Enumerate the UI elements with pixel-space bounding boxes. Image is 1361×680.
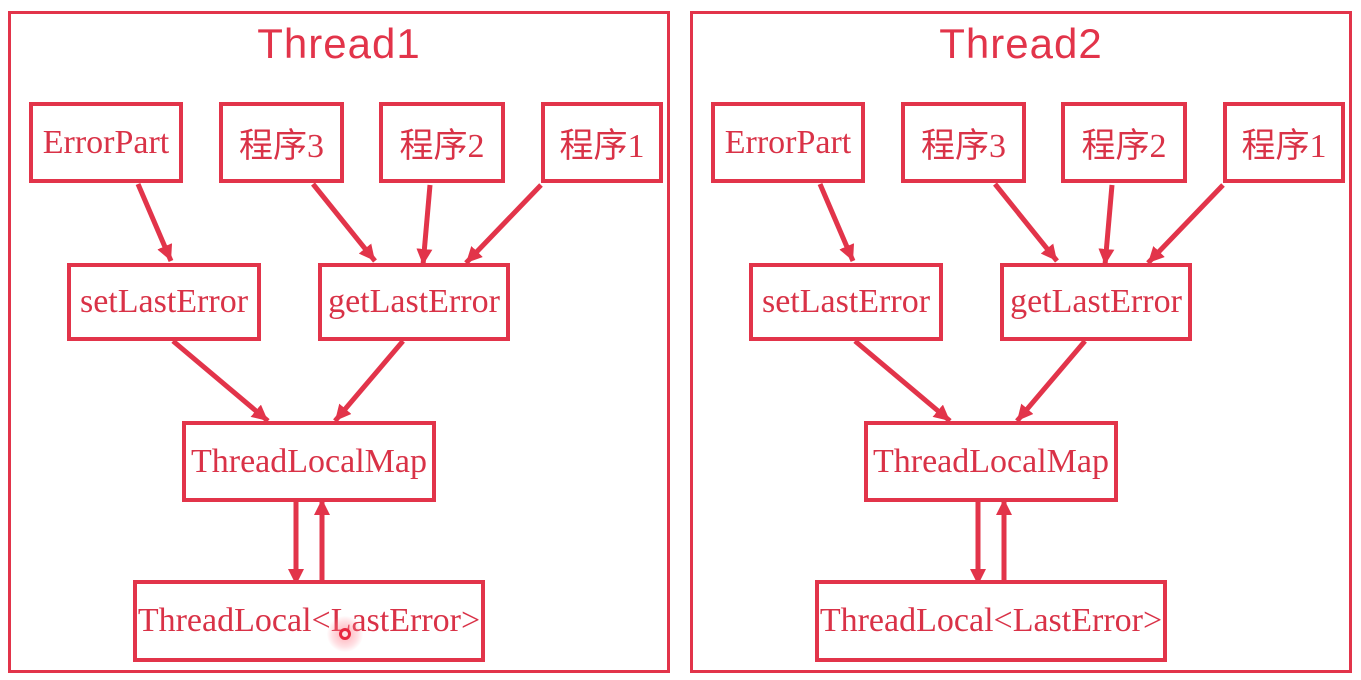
node-setlasterror-label: setLastError	[761, 283, 931, 320]
node-getlasterror: getLastError	[1000, 263, 1192, 341]
node-threadlocal: ThreadLocal<LastError>	[815, 580, 1167, 662]
arrow-layer	[817, 182, 1225, 585]
thread-panel-2: Thread2 ErrorPart 程序3 程序2 程序1 setLastErr…	[690, 11, 1352, 673]
node-errorpart-label: ErrorPart	[724, 123, 852, 161]
edge-getlasterror-to-threadlocalmap	[333, 339, 405, 423]
node-program3: 程序3	[901, 102, 1026, 183]
edge-setlasterror-to-threadlocalmap	[853, 339, 952, 423]
node-threadlocal-label: ThreadLocal<LastError>	[819, 602, 1163, 639]
node-threadlocalmap-label: ThreadLocalMap	[191, 442, 427, 480]
thread-panel-1: Thread1 ErrorPart 程序3 程序2 程序1 setLastErr…	[8, 11, 670, 673]
edge-program1-to-getlasterror	[1146, 183, 1225, 265]
edge-errorpart-to-setlasterror	[817, 183, 856, 262]
node-program3: 程序3	[219, 102, 344, 183]
node-threadlocalmap: ThreadLocalMap	[182, 421, 436, 502]
edge-setlasterror-to-threadlocalmap	[171, 339, 270, 423]
node-getlasterror-label: getLastError	[328, 283, 500, 320]
node-program1-label: 程序1	[1241, 128, 1327, 165]
node-threadlocalmap: ThreadLocalMap	[864, 421, 1118, 502]
node-errorpart: ErrorPart	[29, 102, 183, 183]
panel-title: Thread2	[939, 20, 1103, 67]
node-getlasterror-label: getLastError	[1010, 283, 1182, 320]
node-program3-label: 程序3	[921, 128, 1006, 165]
node-program1: 程序1	[1223, 102, 1345, 183]
node-program3-label: 程序3	[239, 128, 324, 165]
node-threadlocal: ThreadLocal<LastError>	[133, 580, 485, 662]
node-getlasterror: getLastError	[318, 263, 510, 341]
panel-title: Thread1	[257, 20, 421, 67]
edge-program3-to-getlasterror	[311, 182, 377, 263]
arrow-layer	[135, 182, 543, 585]
node-program2: 程序2	[1061, 102, 1187, 183]
node-setlasterror: setLastError	[749, 263, 943, 341]
node-threadlocalmap-label: ThreadLocalMap	[873, 442, 1109, 480]
edge-program3-to-getlasterror	[993, 182, 1059, 263]
node-setlasterror-label: setLastError	[79, 283, 249, 320]
edge-getlasterror-to-threadlocalmap	[1015, 339, 1087, 423]
node-program2-label: 程序2	[399, 128, 485, 165]
node-program2-label: 程序2	[1081, 128, 1167, 165]
node-errorpart-label: ErrorPart	[42, 123, 170, 161]
edge-errorpart-to-setlasterror	[135, 183, 174, 262]
edge-program1-to-getlasterror	[464, 183, 543, 265]
node-setlasterror: setLastError	[67, 263, 261, 341]
edge-program2-to-getlasterror	[1098, 184, 1115, 266]
node-program1: 程序1	[541, 102, 663, 183]
node-program2: 程序2	[379, 102, 505, 183]
node-threadlocal-label: ThreadLocal<LastError>	[137, 602, 481, 639]
node-errorpart: ErrorPart	[711, 102, 865, 183]
edge-program2-to-getlasterror	[416, 184, 433, 266]
node-program1-label: 程序1	[559, 128, 645, 165]
